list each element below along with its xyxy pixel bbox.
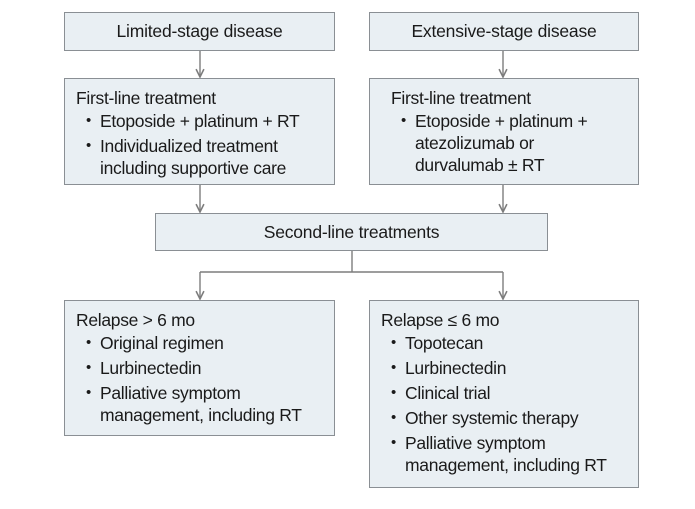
limited-stage-label: Limited-stage disease [116,21,283,41]
limited-firstline-heading: First-line treatment [76,88,216,108]
list-item: •Individualized treatment including supp… [86,136,287,178]
bullet-icon: • [401,112,406,129]
bullet-icon: • [391,434,396,451]
list-item: •Topotecan [391,333,484,353]
bullet-icon: • [86,359,91,376]
secondline-box: Second-line treatments [155,213,548,251]
list-item: •Original regimen [86,333,224,353]
relapse-early-list: •Topotecan •Lurbinectedin •Clinical tria… [381,332,628,476]
bullet-icon: • [86,112,91,129]
relapse-late-list: •Original regimen •Lurbinectedin •Pallia… [76,332,324,426]
extensive-firstline-box: First-line treatment •Etoposide + platin… [369,78,639,185]
bullet-icon: • [391,384,396,401]
relapse-early-box: Relapse ≤ 6 mo •Topotecan •Lurbinectedin… [369,300,639,488]
bullet-icon: • [391,409,396,426]
extensive-firstline-heading: First-line treatment [391,88,531,108]
limited-stage-box: Limited-stage disease [64,12,335,51]
list-item: •Palliative symptom management, includin… [391,433,607,475]
relapse-late-heading: Relapse > 6 mo [76,310,195,330]
bullet-icon: • [391,334,396,351]
limited-firstline-list: •Etoposide + platinum + RT •Individualiz… [76,110,324,179]
relapse-early-heading: Relapse ≤ 6 mo [381,310,500,330]
list-item: •Lurbinectedin [86,358,202,378]
list-item: •Lurbinectedin [391,358,507,378]
bullet-icon: • [391,359,396,376]
list-item: •Etoposide + platinum + RT [86,111,300,131]
extensive-stage-label: Extensive-stage disease [411,21,597,41]
list-item: •Etoposide + platinum + atezolizumab or … [401,111,588,175]
relapse-late-box: Relapse > 6 mo •Original regimen •Lurbin… [64,300,335,436]
list-item: •Other systemic therapy [391,408,579,428]
list-item: •Clinical trial [391,383,491,403]
bullet-icon: • [86,137,91,154]
list-item: •Palliative symptom management, includin… [86,383,302,425]
extensive-stage-box: Extensive-stage disease [369,12,639,51]
secondline-label: Second-line treatments [263,221,440,242]
extensive-firstline-list: •Etoposide + platinum + atezolizumab or … [391,110,628,176]
bullet-icon: • [86,334,91,351]
limited-firstline-box: First-line treatment •Etoposide + platin… [64,78,335,185]
bullet-icon: • [86,384,91,401]
